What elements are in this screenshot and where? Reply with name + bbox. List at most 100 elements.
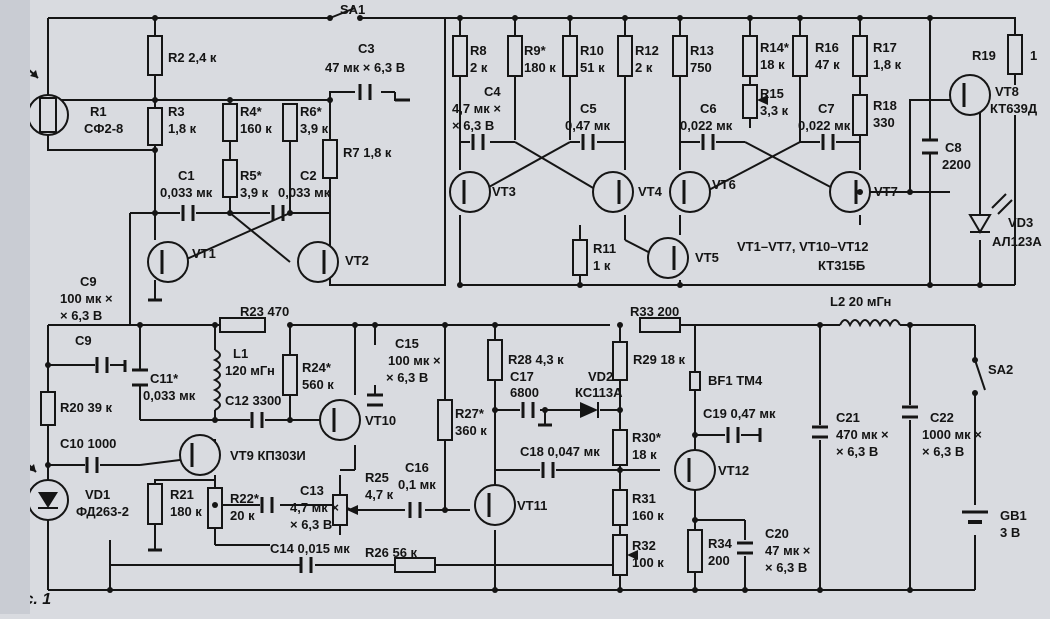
C22-ref: C22 [930, 410, 954, 425]
VT12-label: VT12 [718, 463, 749, 478]
R19-value: 1 [1030, 48, 1037, 63]
R10-value: 51 к [580, 60, 605, 75]
R31-value: 160 к [632, 508, 664, 523]
VT5-transistor [647, 237, 689, 279]
R20-resistor [40, 391, 56, 426]
C7-value: 0,022 мк [798, 118, 851, 133]
R16-value: 47 к [815, 57, 840, 72]
C14-label: C14 0,015 мк [270, 541, 350, 556]
R15-ref: R15 [760, 86, 784, 101]
BF1-label: BF1 ТМ4 [708, 373, 763, 388]
VT12-transistor [674, 449, 716, 491]
R10-resistor [562, 35, 578, 77]
R4-ref: R4* [240, 104, 263, 119]
VD1-ref: VD1 [85, 487, 110, 502]
R22-value: 20 к [230, 508, 255, 523]
R12-ref: R12 [635, 43, 659, 58]
R16-resistor [792, 35, 808, 77]
C11-value: 0,033 мк [143, 388, 196, 403]
VT7-label: VT7 [874, 184, 898, 199]
VT1-label: VT1 [192, 246, 216, 261]
C18-label: C18 0,047 мк [520, 444, 600, 459]
VT7-transistor [829, 171, 871, 213]
R29-label: R29 18 к [633, 352, 686, 367]
component-shapes [7, 7, 1023, 593]
C4-ref: C4 [484, 84, 501, 99]
C16-value: 0,1 мк [398, 477, 436, 492]
VD2-zener [580, 402, 598, 418]
C9-ref: C9 [75, 333, 92, 348]
C16-ref: C16 [405, 460, 429, 475]
R4-value: 160 к [240, 121, 272, 136]
VT2-label: VT2 [345, 253, 369, 268]
R11-ref: R11 [593, 241, 616, 256]
GB1-value: 3 В [1000, 525, 1020, 540]
R32-value: 100 к [632, 555, 664, 570]
L1-value: 120 мГн [225, 363, 275, 378]
R10-ref: R10 [580, 43, 604, 58]
R18-value: 330 [873, 115, 895, 130]
R16-ref: R16 [815, 40, 839, 55]
R25-value: 4,7 к [365, 487, 394, 502]
C19-label: C19 0,47 мк [703, 406, 776, 421]
R2-label: R2 2,4 к [168, 50, 217, 65]
R34-resistor [687, 529, 703, 573]
C17-value: 6800 [510, 385, 539, 400]
R14-ref: R14* [760, 40, 790, 55]
VT1-transistor [147, 241, 189, 283]
R34-ref: R34 [708, 536, 733, 551]
R1-value: СФ2-8 [84, 121, 123, 136]
C3-label: C3 [358, 41, 375, 56]
VT3-label: VT3 [492, 184, 516, 199]
VT2-transistor [297, 241, 339, 283]
page-margin-strip [0, 0, 30, 614]
R14-value: 18 к [760, 57, 785, 72]
C21-value2: × 6,3 В [836, 444, 878, 459]
R27-ref: R27* [455, 406, 485, 421]
R8-value: 2 к [470, 60, 488, 75]
C15-ref: C15 [395, 336, 419, 351]
C9-value1: 100 мк × [60, 291, 113, 306]
VT6-transistor [669, 171, 711, 213]
C21-ref: C21 [836, 410, 860, 425]
R6-ref: R6* [300, 104, 323, 119]
VT5-label: VT5 [695, 250, 719, 265]
R5-value: 3,9 к [240, 185, 269, 200]
R15-value: 3,3 к [760, 103, 789, 118]
C22-value1: 1000 мк × [922, 427, 982, 442]
R24-resistor [282, 354, 298, 396]
R28-resistor [487, 339, 503, 381]
VT4-transistor [592, 171, 634, 213]
R3-value: 1,8 к [168, 121, 197, 136]
R18-ref: R18 [873, 98, 897, 113]
VT8-type: КТ639Д [990, 101, 1038, 116]
R30-resistor [612, 429, 628, 466]
R3-ref: R3 [168, 104, 185, 119]
C7-ref: C7 [818, 101, 835, 116]
R8-ref: R8 [470, 43, 487, 58]
VD2-ref: VD2 [588, 369, 613, 384]
R17-ref: R17 [873, 40, 897, 55]
VT6-label: VT6 [712, 177, 736, 192]
R21-ref: R21 [170, 487, 194, 502]
R17-resistor [852, 35, 868, 77]
R9-value: 180 к [524, 60, 556, 75]
L2-inductor [839, 319, 901, 328]
R33-resistor [639, 317, 681, 333]
C4-value1: 4,7 мк × [452, 101, 501, 116]
C20-value2: × 6,3 В [765, 560, 807, 575]
R15-potentiometer [742, 84, 758, 119]
transistor-type-note: КТ315Б [818, 258, 865, 273]
R8-resistor [452, 35, 468, 77]
R20-label: R20 39 к [60, 400, 113, 415]
transistor-group-note: VT1–VT7, VT10–VT12 [737, 239, 869, 254]
C10-label: C10 1000 [60, 436, 116, 451]
C1-value: 0,033 мк [160, 185, 213, 200]
R9-resistor [507, 35, 523, 77]
C5-ref: C5 [580, 101, 597, 116]
R21-resistor [147, 483, 163, 525]
R33-label: R33 200 [630, 304, 679, 319]
C2-ref: C2 [300, 168, 317, 183]
